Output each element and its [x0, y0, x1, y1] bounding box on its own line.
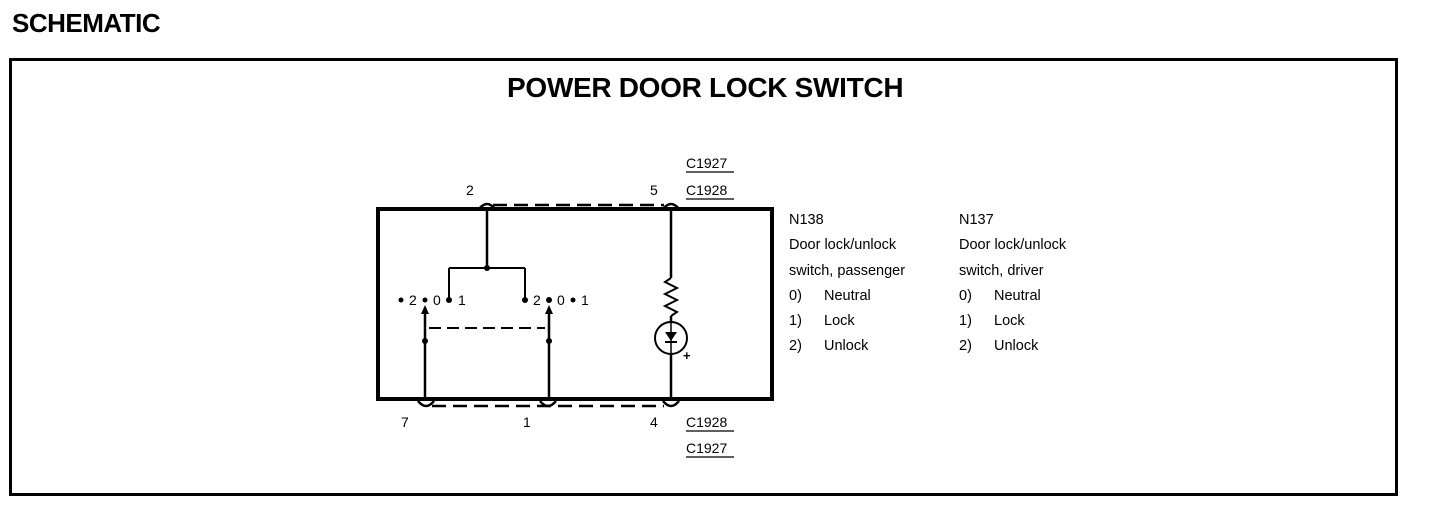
legend-position-num: 2) — [789, 338, 802, 355]
legend-code: N138 — [789, 212, 824, 228]
legend-position-num: 1) — [959, 313, 972, 330]
pin-5-terminal — [662, 202, 680, 210]
section-heading: SCHEMATIC — [12, 8, 161, 38]
legend-position-num: 0) — [789, 287, 802, 304]
right-switch-arrow — [545, 305, 553, 314]
legend-description-line1: Door lock/unlock — [789, 237, 897, 254]
connector-bottom-upper: C1928 — [686, 414, 727, 430]
right-switch-contact-2 — [522, 297, 528, 303]
legend-description-line1: Door lock/unlock — [959, 237, 1067, 254]
pin-7-terminal — [417, 400, 435, 408]
legend-position-row: 1) Lock — [789, 309, 905, 334]
legend-position-num: 2) — [959, 338, 972, 355]
pin-label-top-left: 2 — [466, 182, 474, 198]
legend-position-row: 2) Unlock — [959, 334, 1066, 359]
legend-position-row: 0) Neutral — [959, 284, 1066, 309]
illumination-resistor — [662, 277, 680, 317]
legend-driver-switch: N137 Door lock/unlock switch, driver 0) N… — [959, 208, 1066, 360]
left-switch-contact-0 — [422, 297, 428, 303]
legend-position-label: Unlock — [994, 338, 1039, 355]
legend-code: N137 — [959, 212, 994, 228]
pin-label-bottom-right: 4 — [650, 414, 658, 430]
legend-position-label: Lock — [994, 313, 1025, 330]
pin-1-terminal — [539, 400, 557, 408]
right-switch-contact-0 — [546, 297, 552, 303]
right-switch-position-2: 2 — [533, 292, 541, 308]
left-switch-contact-2 — [398, 297, 404, 303]
legend-position-row: 0) Neutral — [789, 284, 905, 309]
left-switch-contact-1 — [446, 297, 452, 303]
legend-position-label: Lock — [824, 313, 855, 330]
right-switch-position-0: 0 — [557, 292, 565, 308]
connector-top-lower: C1928 — [686, 182, 727, 198]
pin-label-top-right: 5 — [650, 182, 658, 198]
legend-position-row: 2) Unlock — [789, 334, 905, 359]
pin-label-bottom-left: 7 — [401, 414, 409, 430]
legend-description-line2: switch, driver — [959, 262, 1044, 279]
legend-position-label: Unlock — [824, 338, 869, 355]
bus-junction-dot — [484, 265, 490, 271]
left-switch-position-0: 0 — [433, 292, 441, 308]
legend-passenger-switch: N138 Door lock/unlock switch, passenger … — [789, 208, 905, 360]
legend-description-line2: switch, passenger — [789, 262, 906, 279]
pin-4-terminal — [662, 400, 680, 408]
left-switch-position-2: 2 — [409, 292, 417, 308]
pin-label-bottom-mid: 1 — [523, 414, 531, 430]
legend-position-num: 0) — [959, 287, 972, 304]
switch-housing — [376, 207, 774, 401]
diagram-title: POWER DOOR LOCK SWITCH — [507, 72, 904, 103]
left-arm-node — [422, 338, 428, 344]
connector-bottom-lower: C1927 — [686, 440, 727, 456]
legend-position-label: Neutral — [994, 287, 1041, 304]
diagram-frame — [9, 58, 1398, 496]
legend-position-num: 1) — [789, 313, 802, 330]
left-switch-position-1: 1 — [458, 292, 466, 308]
connector-top-upper: C1927 — [686, 155, 727, 171]
left-switch-arrow — [421, 305, 429, 314]
legend-position-row: 1) Lock — [959, 309, 1066, 334]
lamp-polarity-mark: + — [683, 348, 691, 363]
right-switch-position-1: 1 — [581, 292, 589, 308]
right-switch-contact-1 — [570, 297, 576, 303]
pin-2-terminal — [478, 202, 496, 210]
right-arm-node — [546, 338, 552, 344]
legend-position-label: Neutral — [824, 287, 871, 304]
